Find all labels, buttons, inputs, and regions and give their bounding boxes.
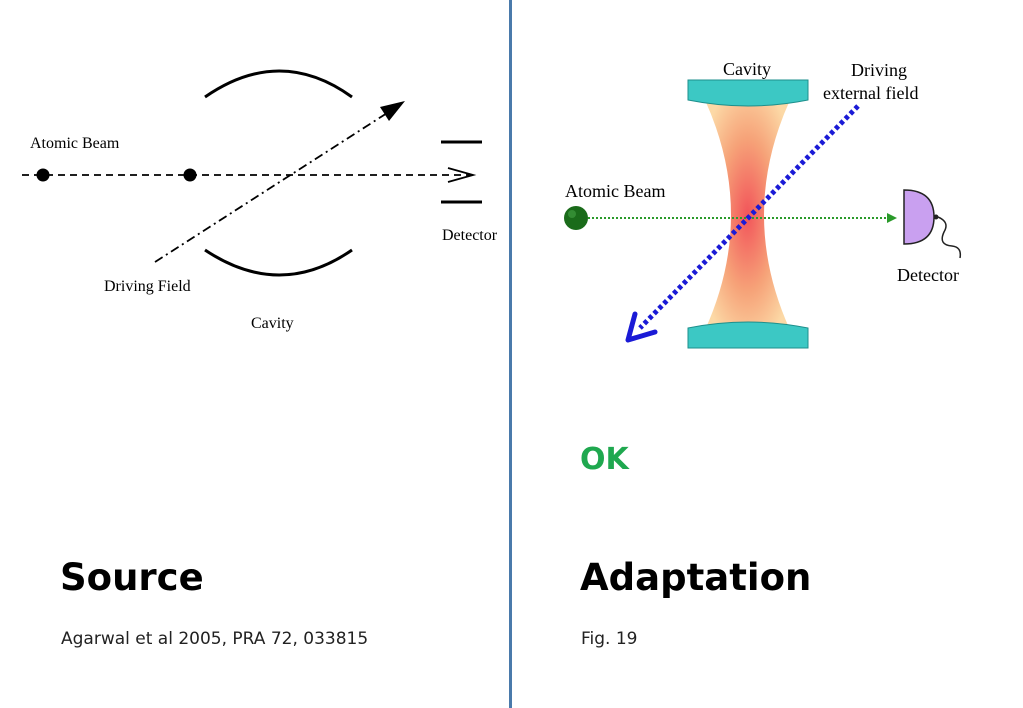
detector-shape bbox=[903, 189, 935, 245]
detector-cable bbox=[937, 216, 962, 259]
source-label-detector: Detector bbox=[442, 227, 498, 244]
label-driving-line2: external field bbox=[823, 83, 918, 103]
source-driving-arrowhead bbox=[380, 101, 405, 121]
source-heading: Source bbox=[60, 556, 204, 599]
adaptation-heading: Adaptation bbox=[580, 556, 812, 599]
source-beam-arrowhead bbox=[447, 167, 477, 183]
source-label-cavity: Cavity bbox=[251, 315, 294, 332]
panel-divider bbox=[509, 0, 512, 708]
adaptation-figure: Cavity Driving external field Atomic Bea… bbox=[564, 59, 962, 349]
atom-ball-highlight bbox=[568, 210, 576, 218]
source-citation: Agarwal et al 2005, PRA 72, 033815 bbox=[61, 629, 369, 649]
upper-mirror bbox=[687, 79, 809, 107]
atom-ball bbox=[564, 206, 588, 230]
label-cavity: Cavity bbox=[723, 59, 771, 79]
label-detector: Detector bbox=[897, 265, 959, 285]
label-atomic-beam: Atomic Beam bbox=[565, 181, 665, 201]
source-lower-mirror bbox=[204, 248, 353, 277]
lower-mirror bbox=[687, 321, 809, 349]
driving-field-arrow bbox=[638, 104, 860, 330]
source-atom-1 bbox=[36, 168, 50, 182]
driving-field-arrowhead bbox=[625, 311, 658, 343]
status-ok: OK bbox=[580, 442, 629, 477]
source-figure: Atomic Beam Detector Driving Field Cavit… bbox=[22, 69, 498, 332]
source-label-driving-field: Driving Field bbox=[104, 278, 191, 295]
source-driving-field-arrow bbox=[154, 105, 399, 263]
source-label-atomic-beam: Atomic Beam bbox=[30, 135, 120, 152]
source-atom-2 bbox=[183, 168, 197, 182]
detector-tip bbox=[933, 214, 939, 220]
label-driving-line1: Driving bbox=[851, 60, 907, 80]
adaptation-caption: Fig. 19 bbox=[581, 629, 638, 649]
source-upper-mirror bbox=[204, 69, 353, 99]
